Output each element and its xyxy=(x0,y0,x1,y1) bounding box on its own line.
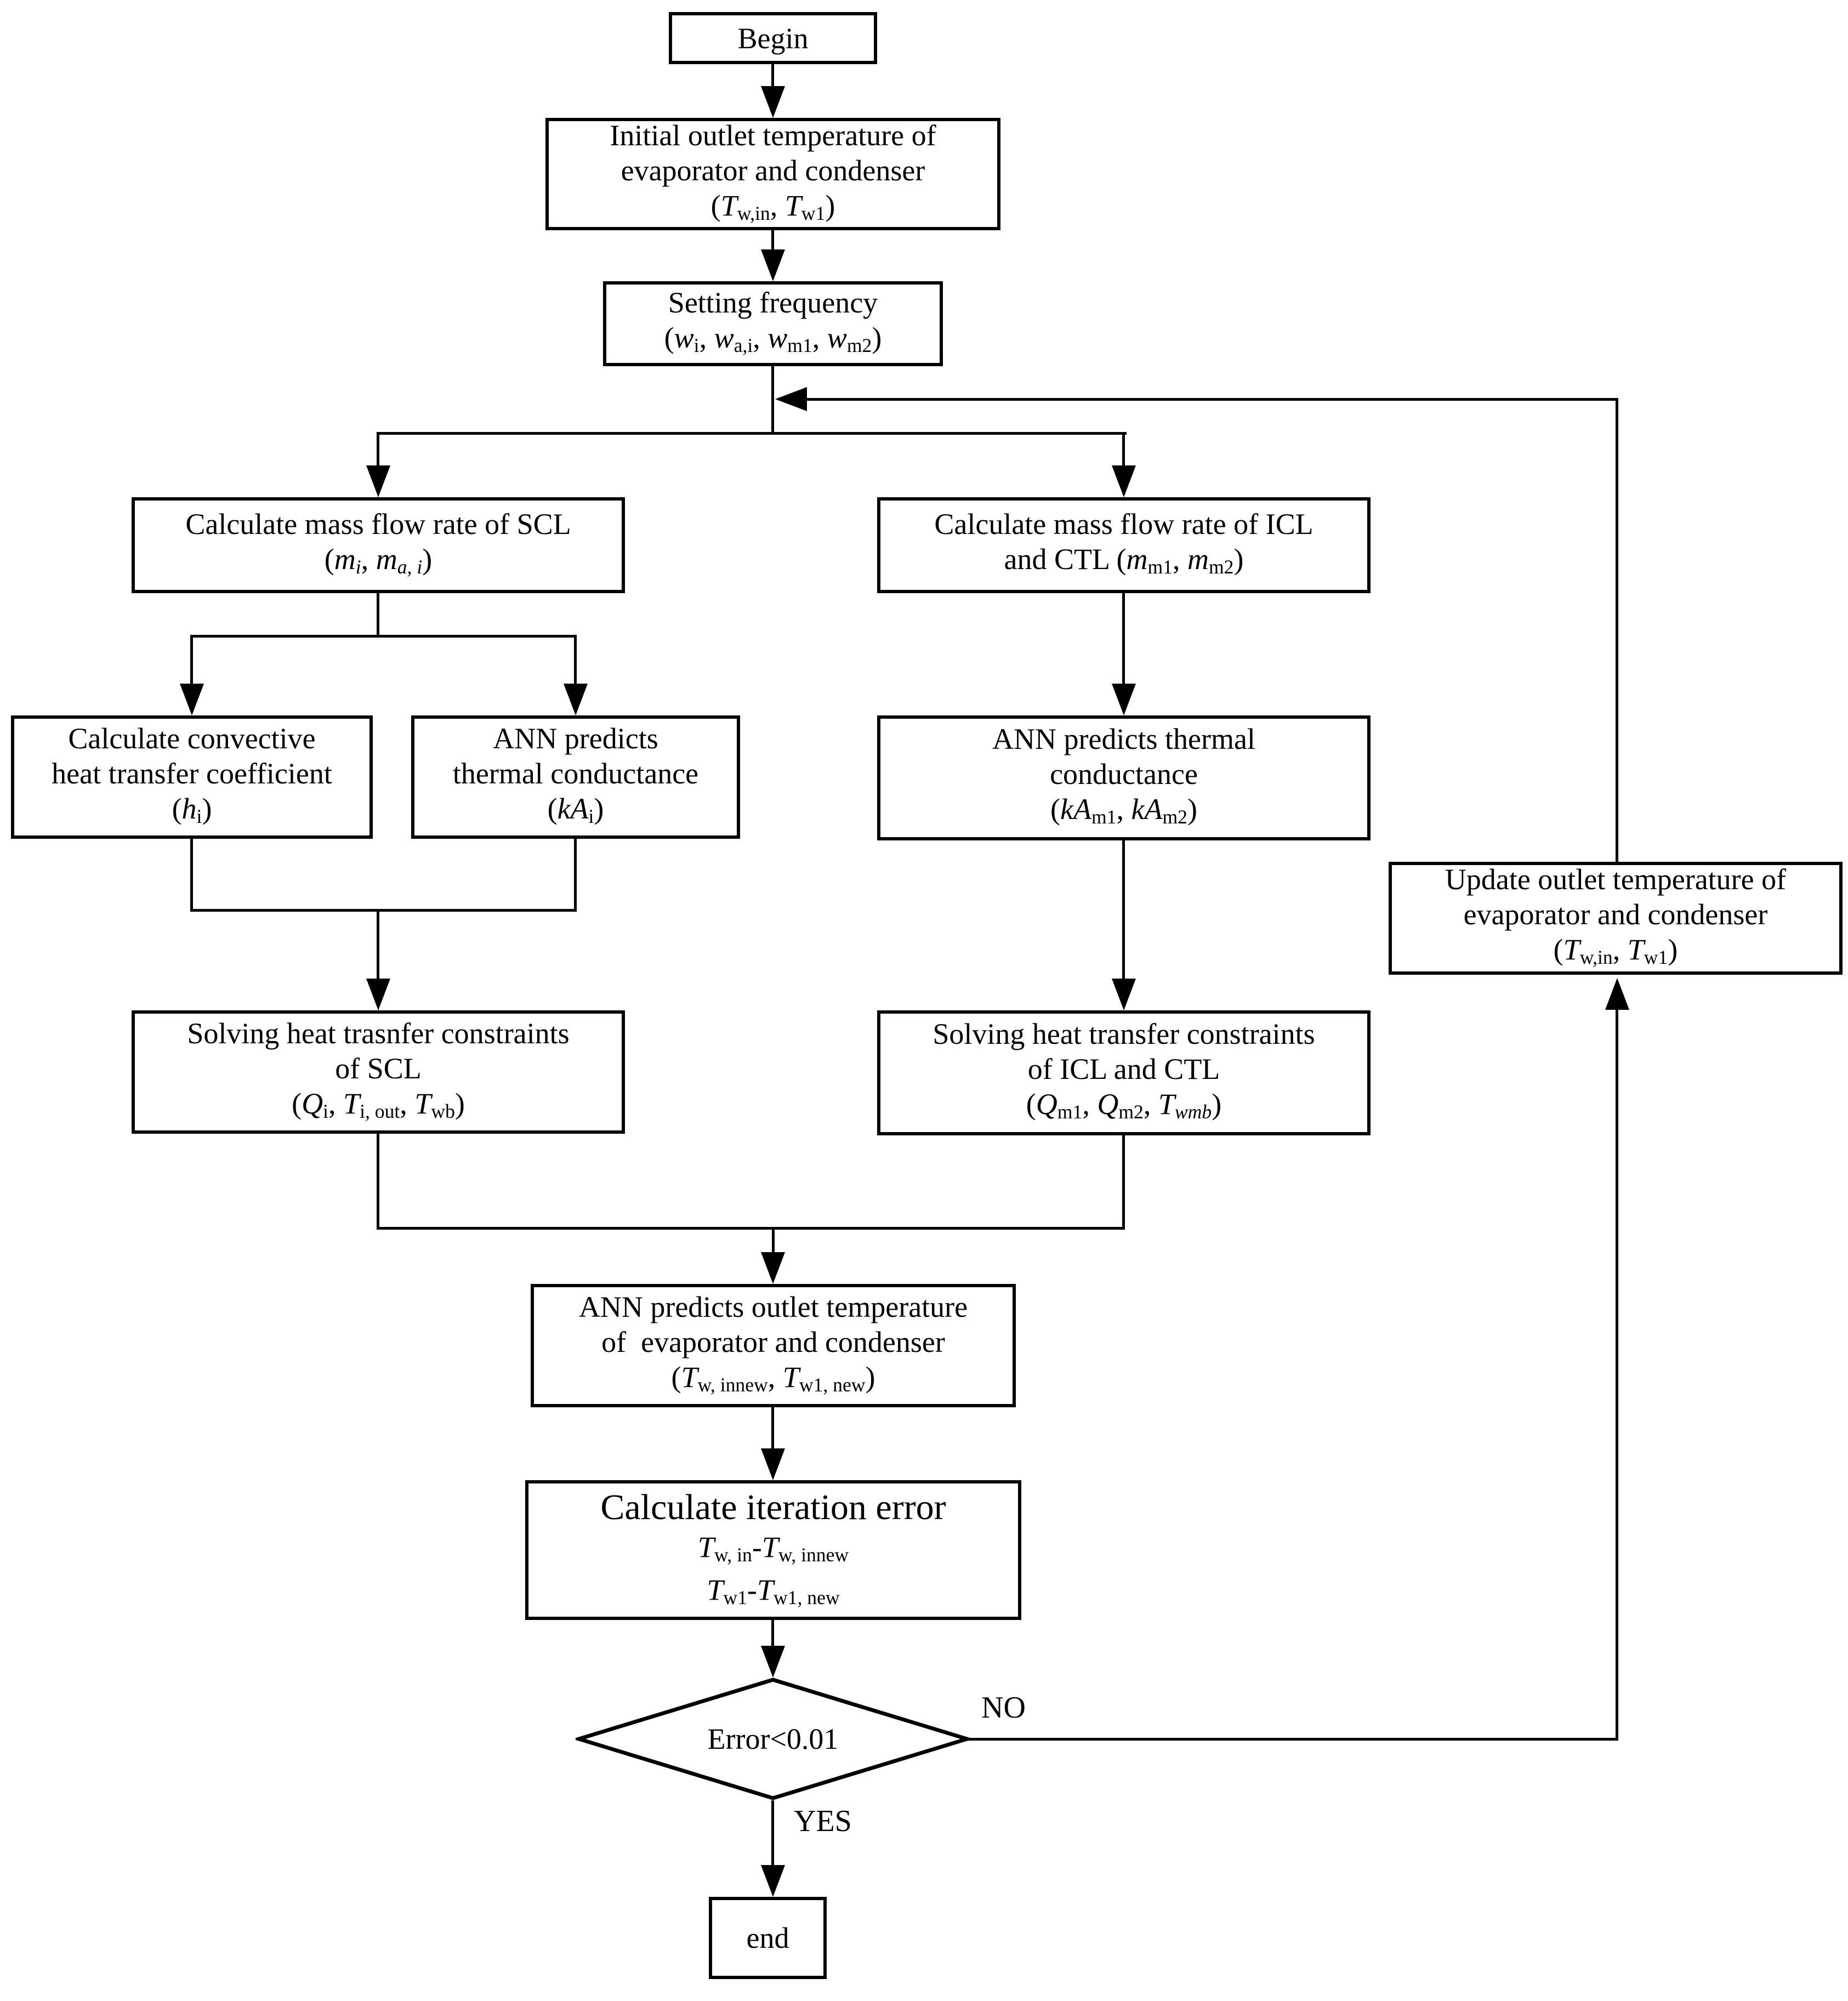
connector-subsplit-left xyxy=(190,636,193,686)
connector-calcscl-down xyxy=(377,593,379,637)
connector-annscl-down xyxy=(574,839,577,911)
connector-begin-initial xyxy=(771,64,774,89)
node-begin: Begin xyxy=(669,12,877,64)
decision-label: Error<0.01 xyxy=(707,1723,839,1755)
connector-itererror-diamond xyxy=(771,1620,774,1648)
node-decision-error: Error<0.01 xyxy=(572,1678,974,1800)
connector-no-vertical xyxy=(1616,1008,1618,1741)
connector-initial-setting xyxy=(771,230,774,253)
arrowhead-feedback-join xyxy=(775,387,807,411)
connector-solvescl-down xyxy=(377,1134,379,1230)
arrowhead-annoutlet xyxy=(761,1252,785,1284)
connector-merge-horizontal xyxy=(377,1227,1125,1230)
arrowhead-split-left xyxy=(366,465,390,497)
arrowhead-subsplit-left xyxy=(180,684,204,715)
arrowhead-end xyxy=(761,1865,785,1897)
node-end: end xyxy=(709,1897,827,1979)
connector-yes xyxy=(771,1800,774,1867)
arrowhead-solvescl xyxy=(366,979,390,1010)
connector-split-left xyxy=(377,433,379,469)
arrowhead-calcicl-annicl xyxy=(1112,684,1136,715)
edge-label-no: NO xyxy=(981,1691,1026,1725)
node-end-label: end xyxy=(746,1922,789,1954)
arrowhead-split-right xyxy=(1112,465,1136,497)
node-calc-mass-flow-scl: Calculate mass flow rate of SCL(mi, ma, … xyxy=(132,497,625,593)
arrowhead-diamond xyxy=(761,1646,785,1678)
connector-merge-down xyxy=(772,1228,775,1255)
connector-submerge-down xyxy=(377,910,379,981)
connector-split-horizontal xyxy=(377,432,1127,435)
edge-label-yes: YES xyxy=(794,1804,852,1838)
arrowhead-update xyxy=(1605,978,1629,1010)
connector-no-horizontal xyxy=(968,1738,1618,1741)
connector-calcicl-annicl xyxy=(1122,593,1125,686)
arrowhead-initial-setting xyxy=(761,249,785,281)
arrowhead-itererror xyxy=(761,1448,785,1480)
connector-feedback-horizontal xyxy=(805,398,1618,401)
node-begin-label: Begin xyxy=(737,21,809,55)
arrowhead-solveicl xyxy=(1112,979,1136,1010)
decision-diamond-shape xyxy=(572,1678,974,1800)
connector-feedback-vertical xyxy=(1616,398,1618,863)
connector-setting-split xyxy=(771,366,774,433)
connector-split-right xyxy=(1122,433,1125,469)
arrowhead-begin-initial xyxy=(761,86,785,118)
connector-annoutlet-itererror xyxy=(771,1407,774,1451)
connector-submerge-horizontal xyxy=(190,909,577,912)
connector-solveicl-down xyxy=(1122,1135,1125,1230)
connector-subsplit-horizontal xyxy=(190,635,577,638)
connector-convective-down xyxy=(190,839,193,911)
connector-annicl-solveicl xyxy=(1122,840,1125,981)
node-setting-frequency: Setting frequency(wi, wa,i, wm1, wm2) xyxy=(603,281,943,366)
connector-subsplit-right xyxy=(574,636,577,686)
arrowhead-subsplit-right xyxy=(564,684,588,715)
